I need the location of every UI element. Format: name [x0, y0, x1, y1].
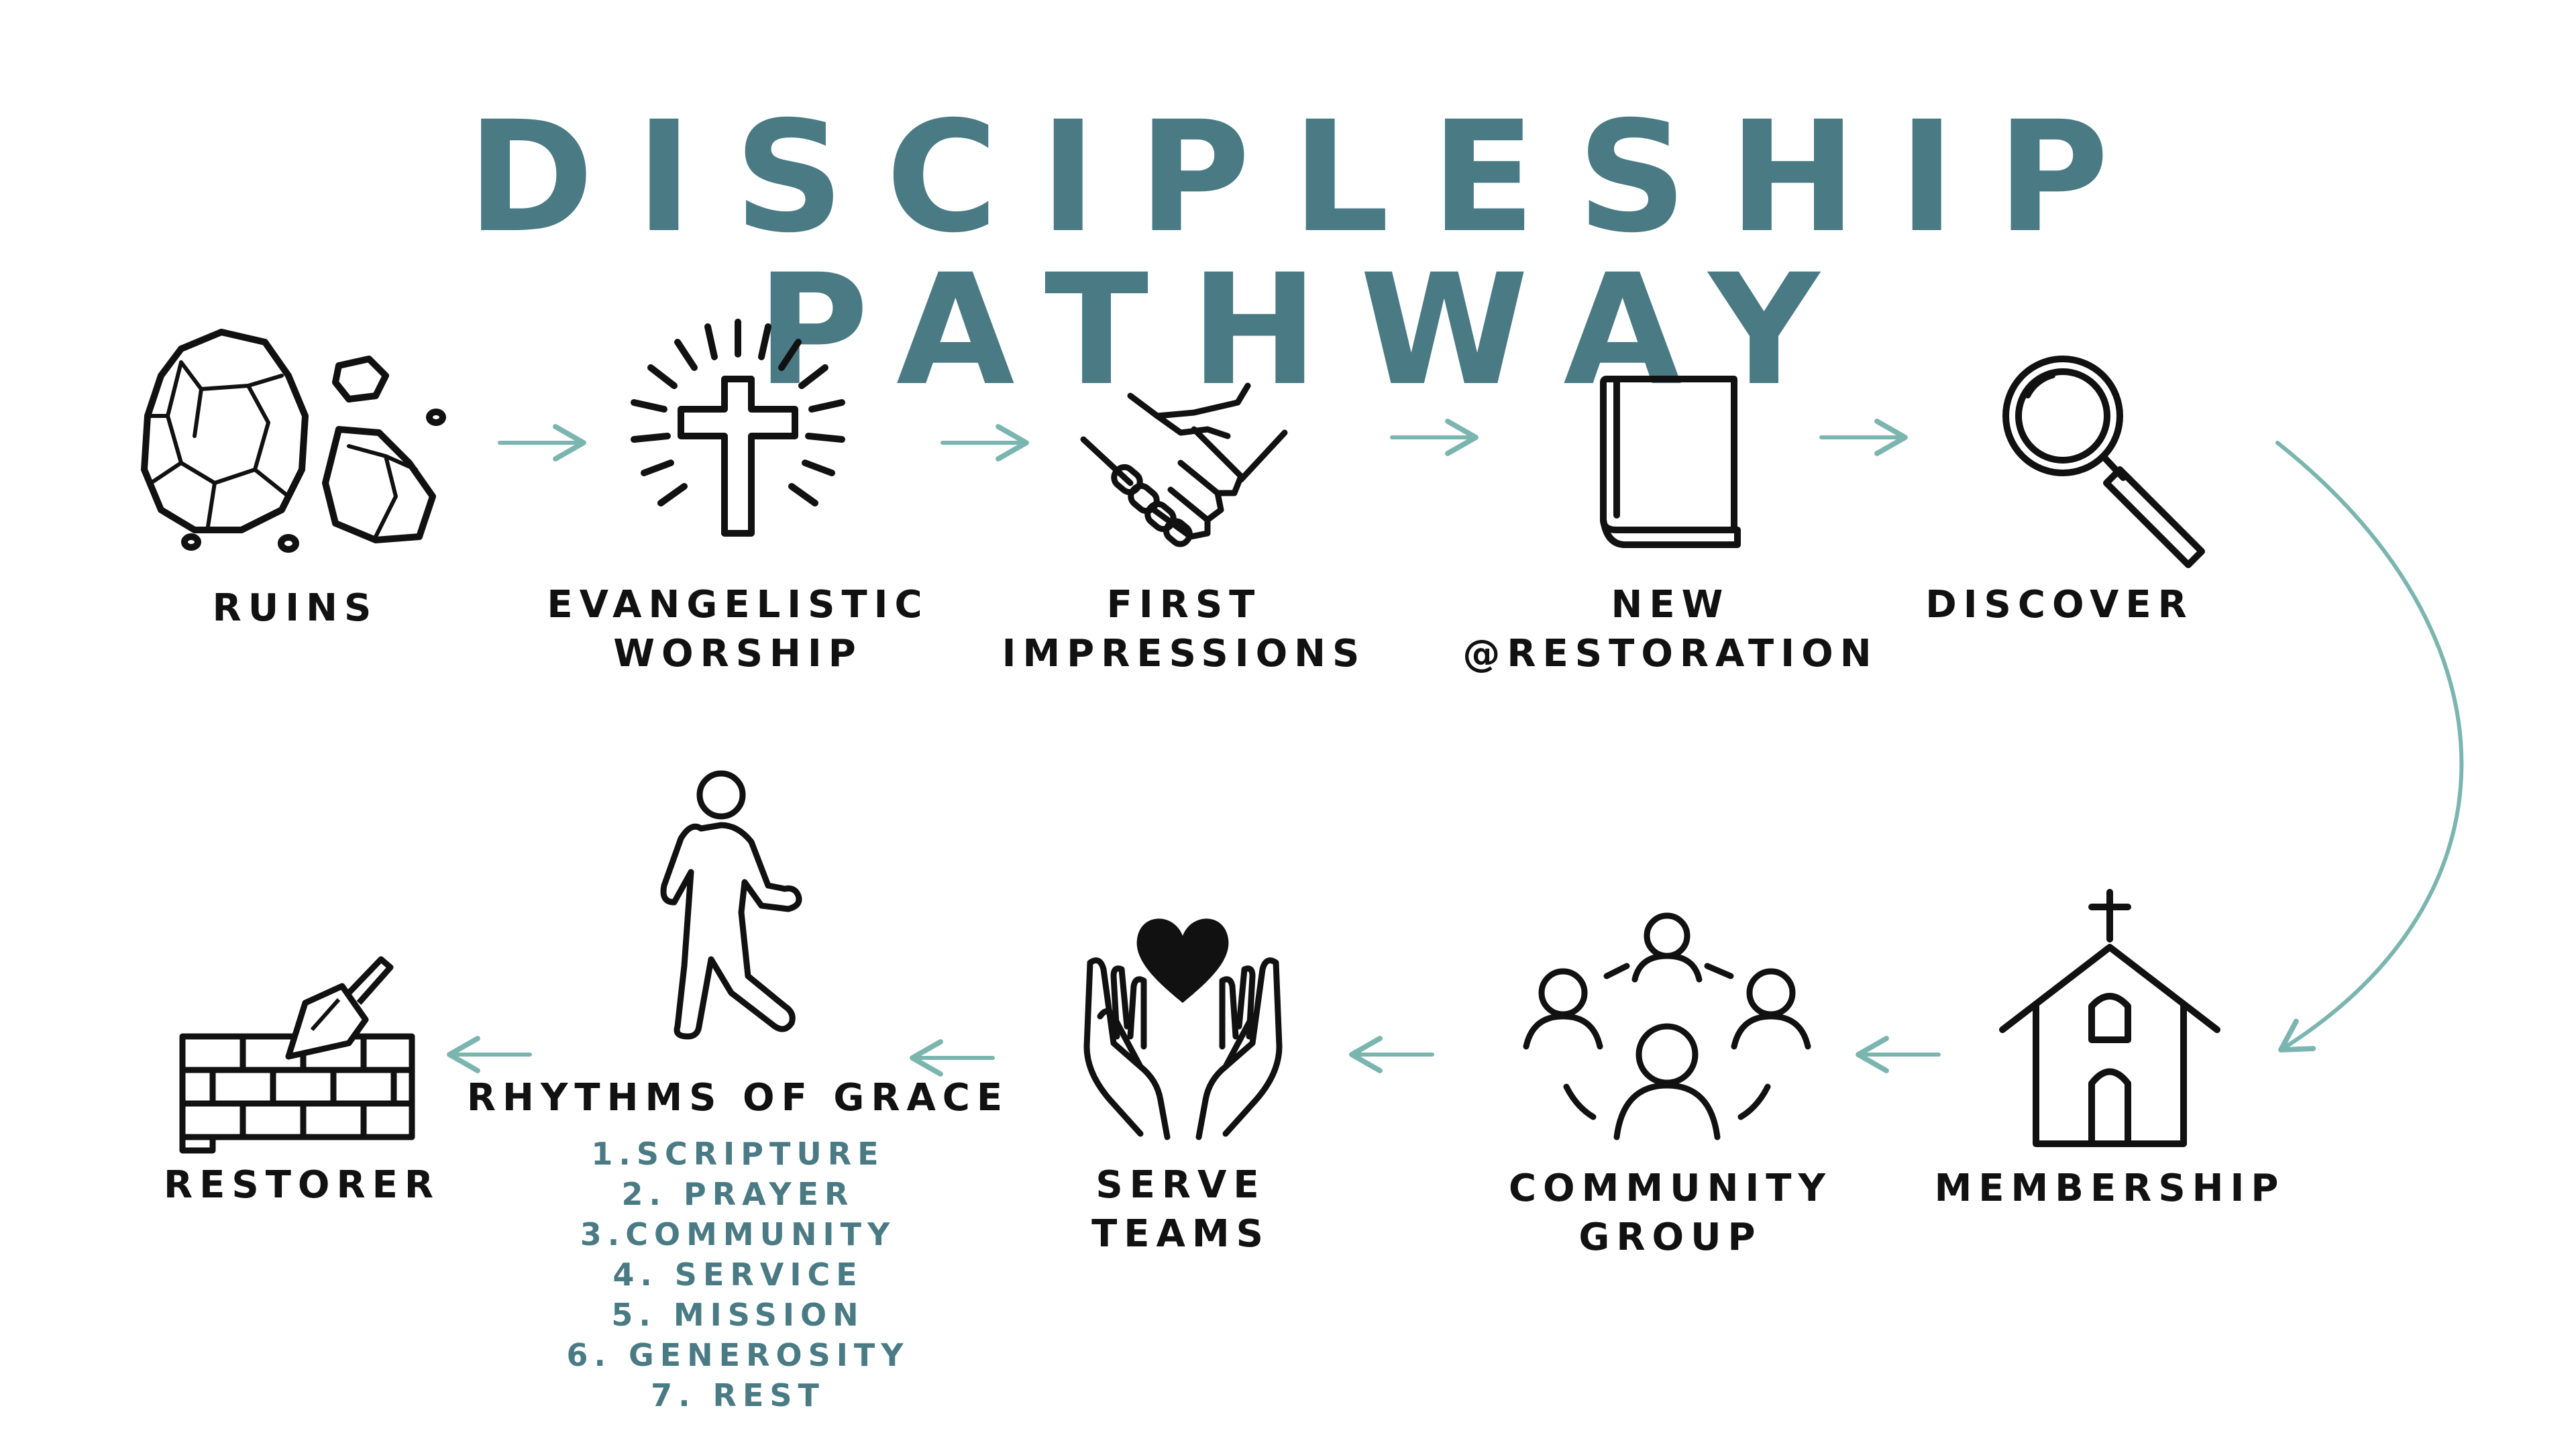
step-ruins-label: RUINS — [212, 586, 378, 630]
rhythm-item: 6. GENEROSITY — [566, 1337, 910, 1373]
rhythm-item: 1.SCRIPTURE — [591, 1136, 885, 1172]
page-title: DISCIPLESHIP PATHWAY — [467, 88, 2151, 419]
brick-wall-trowel-icon — [179, 956, 415, 1154]
step-first-impressions-label: FIRST IMPRESSIONS — [1002, 583, 1366, 676]
magnifying-glass-icon — [2002, 356, 2205, 568]
walking-person-icon — [660, 770, 802, 1040]
step-community-group-label: COMMUNITY GROUP — [1508, 1167, 1833, 1259]
rhythm-item: 5. MISSION — [611, 1297, 865, 1333]
church-icon — [1999, 889, 2220, 1147]
book-icon — [1600, 376, 1741, 548]
rhythm-item: 3.COMMUNITY — [580, 1216, 896, 1252]
handshake-icon — [1080, 382, 1288, 547]
group-icon — [1523, 912, 1811, 1140]
rubble-icon — [141, 329, 446, 553]
rhythm-item: 2. PRAYER — [621, 1176, 855, 1212]
step-evangelistic-worship-label: EVANGELISTIC WORSHIP — [547, 583, 929, 676]
step-new-restoration-label: NEW @RESTORATION — [1462, 583, 1878, 676]
step-discover-label: DISCOVER — [1925, 583, 2194, 627]
step-rhythms-of-grace-label: RHYTHMS OF GRACE — [466, 1076, 1010, 1120]
rhythms-list: 1.SCRIPTURE 2. PRAYER 3.COMMUNITY 4. SER… — [470, 1134, 1006, 1415]
radiant-cross-icon — [631, 319, 845, 537]
step-serve-teams-label: SERVE TEAMS — [1091, 1163, 1270, 1256]
hands-heart-icon — [1083, 918, 1283, 1140]
arrow-discover-membership — [2275, 441, 2464, 1053]
rhythm-item: 7. REST — [651, 1377, 825, 1413]
step-restorer-label: RESTORER — [163, 1163, 440, 1207]
step-membership-label: MEMBERSHIP — [1934, 1167, 2286, 1210]
rhythm-item: 4. SERVICE — [612, 1256, 863, 1293]
